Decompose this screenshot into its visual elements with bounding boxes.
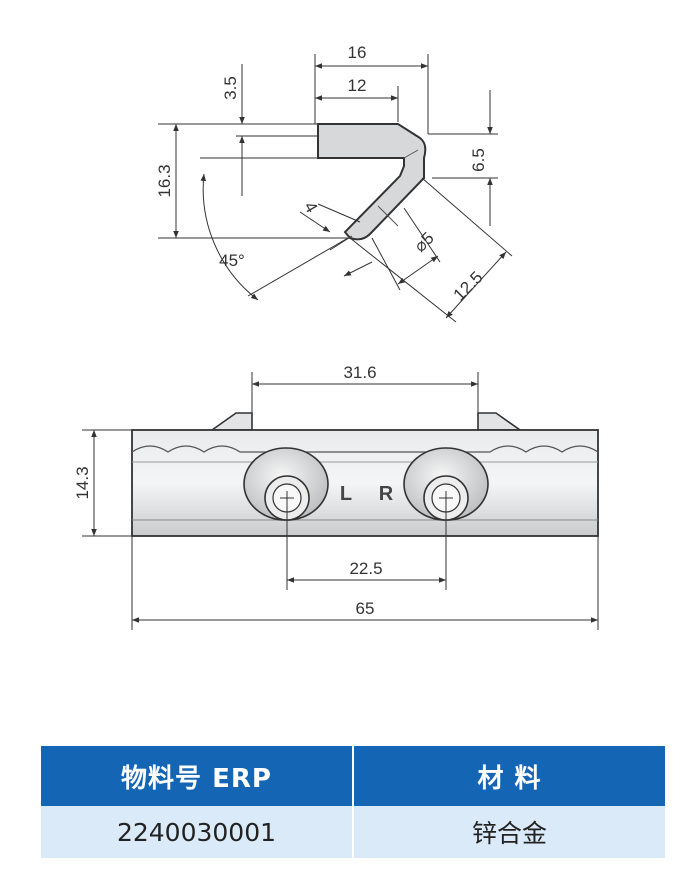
left-tab	[209, 412, 253, 431]
cell-part-number: 2240030001	[41, 806, 354, 858]
clip-profile	[317, 123, 427, 241]
dim-16-3: 16.3	[155, 164, 174, 197]
clip-hole-hidden-line	[377, 205, 399, 227]
left-screw-boss	[243, 447, 329, 521]
dim-12-5: 12.5	[450, 268, 487, 305]
header-part-number: 物料号 ERP	[41, 746, 354, 806]
header-material: 材 料	[353, 746, 665, 806]
dim-4: 4	[300, 198, 321, 216]
dim-22-5: 22.5	[349, 559, 382, 578]
dim-12: 12	[348, 76, 367, 95]
dim-6-5: 6.5	[469, 148, 488, 172]
front-view: L R 31.6 14.3 22.5 65	[73, 363, 599, 630]
dim-3-5: 3.5	[221, 76, 240, 100]
dim-31-6: 31.6	[343, 363, 376, 382]
dim-16: 16	[348, 43, 367, 62]
spec-table-header-row: 物料号 ERP 材 料	[41, 746, 665, 806]
right-tab	[477, 412, 523, 431]
table-row: 2240030001 锌合金	[41, 806, 665, 858]
dim-65: 65	[356, 599, 375, 618]
dim-45-deg: 45°	[219, 251, 245, 270]
top-view: 16 12 3.5 16.3 6.5 4 45° ⌀5 12.5	[155, 43, 513, 323]
cell-material: 锌合金	[353, 806, 665, 858]
clip-profile-inner-edge	[403, 149, 419, 159]
mark-right-R: R	[379, 483, 394, 505]
technical-drawing: 16 12 3.5 16.3 6.5 4 45° ⌀5 12.5	[73, 43, 599, 630]
dim-14-3: 14.3	[73, 466, 92, 499]
spec-table: 物料号 ERP 材 料 2240030001 锌合金	[41, 746, 665, 858]
mark-left-L: L	[340, 483, 352, 505]
bar-groove-top	[131, 445, 599, 453]
main-bar	[131, 429, 599, 537]
